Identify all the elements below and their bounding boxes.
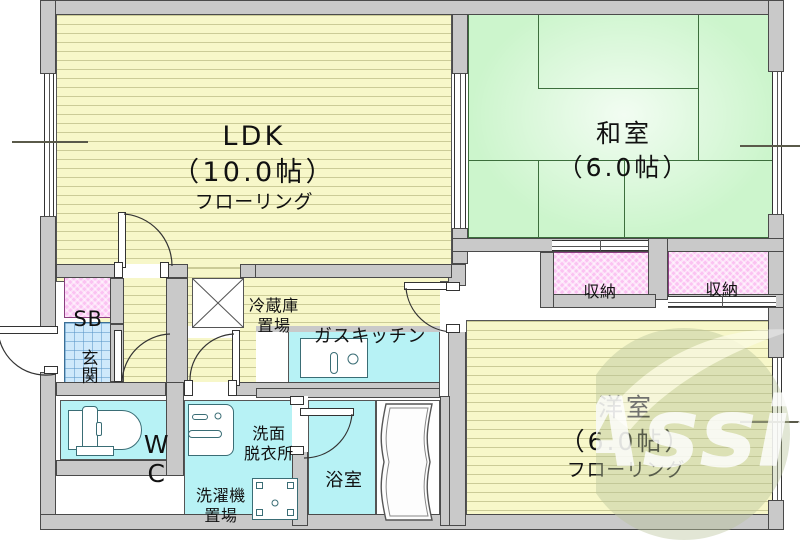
closet-left-area [552,252,650,296]
tatami-seam [538,14,539,88]
bath-floor [308,400,376,526]
wall-closet-base-left [540,294,656,308]
ldk-hall-door-swing [123,213,173,267]
bath-door-swing [303,413,353,459]
wall-right-top [768,0,784,72]
window-sill-yoshitsu-right [740,421,800,423]
yoshitsu-door-jamb-top [446,282,460,291]
kitchen-drain-icon [347,353,359,365]
vanity-faucet [192,414,208,420]
window-sill-ldk-left [12,141,88,143]
yoshitsu-door-swing [405,287,455,333]
kitchen-door-swing [121,333,171,383]
washroom-door-jamb-2 [228,380,237,396]
wall-closet-side-left [540,252,554,308]
room-yoshitsu-floor [466,320,780,526]
wall-left-lower [40,216,56,328]
vanity-drain-icon [214,412,222,420]
ldk-hall-door-jamb [160,262,169,278]
wall-wc-right [166,382,184,476]
wall-top [40,0,784,15]
bath-door-jamb-top [290,396,304,405]
wall-ldk-bottom-right [240,264,452,278]
fridge-space-cross-icon [192,278,244,328]
washer-drain-icon [271,499,279,507]
wall-closet-divider [648,238,668,300]
closet-right-area [668,250,778,296]
wall-corridor-yoshitsu [448,308,466,526]
wall-kitchen-top [256,326,440,332]
sliding-door-ldk-washitsu[interactable] [454,74,466,228]
wall-hall-stub [240,264,256,278]
window-sill-washitsu-right [740,145,800,147]
washer-pan-corner [287,482,294,489]
washroom-door-swing [189,333,235,381]
yoshitsu-door-jamb-bottom [446,324,460,333]
wall-right-bottom [768,500,784,530]
washroom-door-opening [188,382,232,396]
toilet-lever [96,422,102,436]
window-ldk-left [44,74,54,216]
bath-door-leaf[interactable] [300,408,354,416]
genkan-area [64,322,112,384]
tatami-seam [538,88,698,89]
entrance-door-swing [0,339,57,376]
wall-kitchen-bottom [256,388,440,398]
wall-wc-bottom [56,460,182,476]
entrance-opening [40,328,56,372]
entrance-door-jamb [44,366,58,374]
washroom-door-jamb [184,380,193,396]
hall-jamb-a [114,262,123,278]
wall-left-bottom [40,372,56,528]
wall-left-upper [40,0,56,74]
vanity-counter-line [188,430,222,438]
bathtub-icon [380,403,433,521]
tatami-seam [538,160,539,238]
wall-genkan-right [110,278,124,324]
tatami-seam [698,14,699,160]
wall-tub-right [440,396,450,526]
kitchen-door-leaf[interactable] [114,330,122,382]
bath-door-jamb-bottom [290,446,304,455]
kitchen-faucet [330,352,338,374]
closet-right-door-split [722,296,723,307]
wall-ldk-washitsu-top [452,14,468,74]
ldk-hall-opening [118,264,168,278]
closet-left-door-split [600,240,601,251]
washer-pan-corner [256,482,263,489]
window-yoshitsu-right [772,358,782,500]
wall-right-mid [768,214,784,358]
room-ldk-floor [56,14,452,282]
wall-ldk-bottom-left [56,264,118,278]
toilet-bowl [68,410,142,450]
yoshitsu-door-opening [448,286,466,332]
washer-pan-corner [256,509,263,516]
entrance-door-leaf[interactable] [0,326,58,334]
window-washitsu-right [772,72,782,214]
shoe-box-area [64,272,112,318]
tatami-seam [624,160,625,238]
washer-pan-corner [287,509,294,516]
toilet-base [76,446,114,456]
wall-wc-top [56,382,166,396]
